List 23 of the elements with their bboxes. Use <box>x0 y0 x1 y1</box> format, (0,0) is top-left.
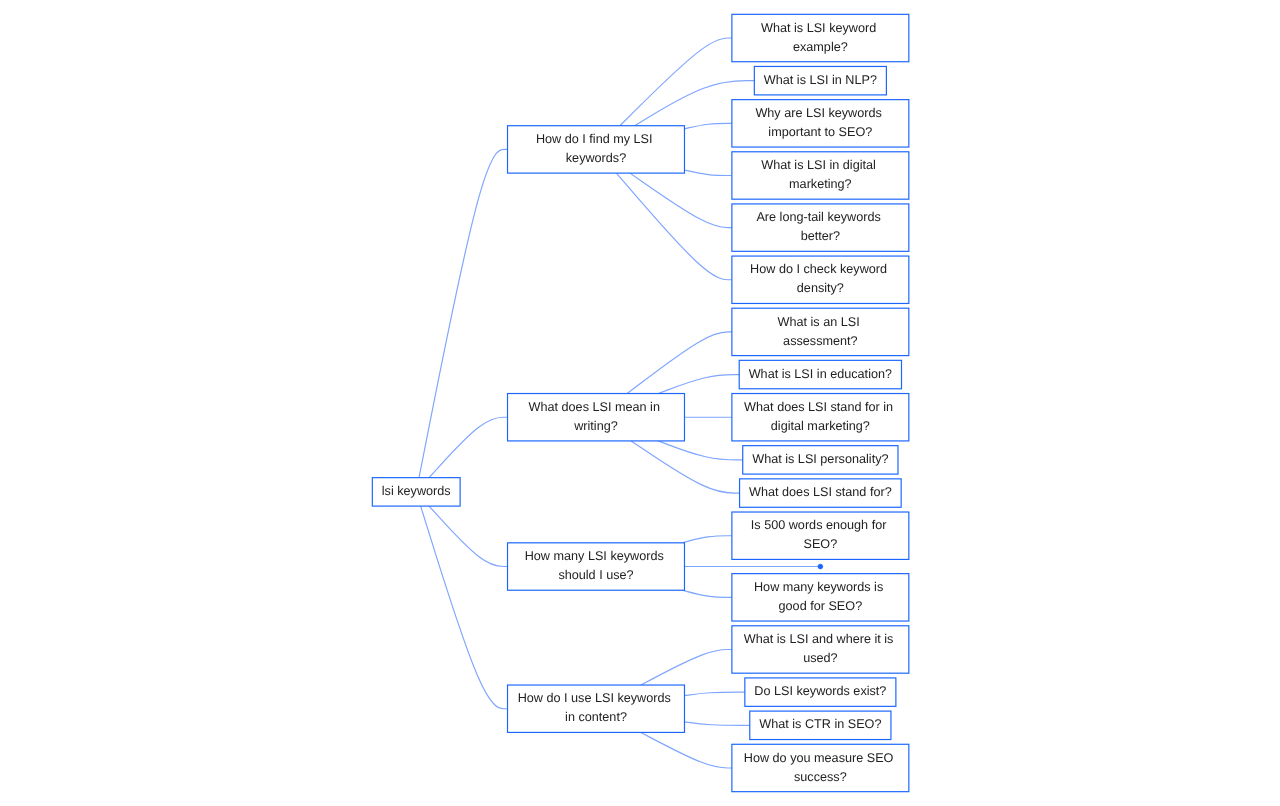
connector <box>681 589 732 598</box>
connector <box>657 440 743 461</box>
connector <box>657 373 740 395</box>
connector <box>633 80 755 127</box>
node-circle <box>817 563 823 570</box>
connector <box>427 505 508 568</box>
connector <box>626 331 732 395</box>
connector <box>681 535 732 544</box>
connector <box>628 172 732 229</box>
connector <box>683 122 732 130</box>
connector <box>683 416 732 418</box>
connector <box>615 172 732 281</box>
connector <box>618 37 732 127</box>
connector <box>629 440 740 494</box>
connector <box>639 731 732 769</box>
connector <box>639 648 732 686</box>
connector <box>417 148 508 479</box>
connector <box>683 169 732 177</box>
connector <box>683 691 745 697</box>
connector <box>683 565 818 568</box>
connector <box>683 721 750 726</box>
connector <box>427 416 508 479</box>
connector <box>419 505 508 710</box>
